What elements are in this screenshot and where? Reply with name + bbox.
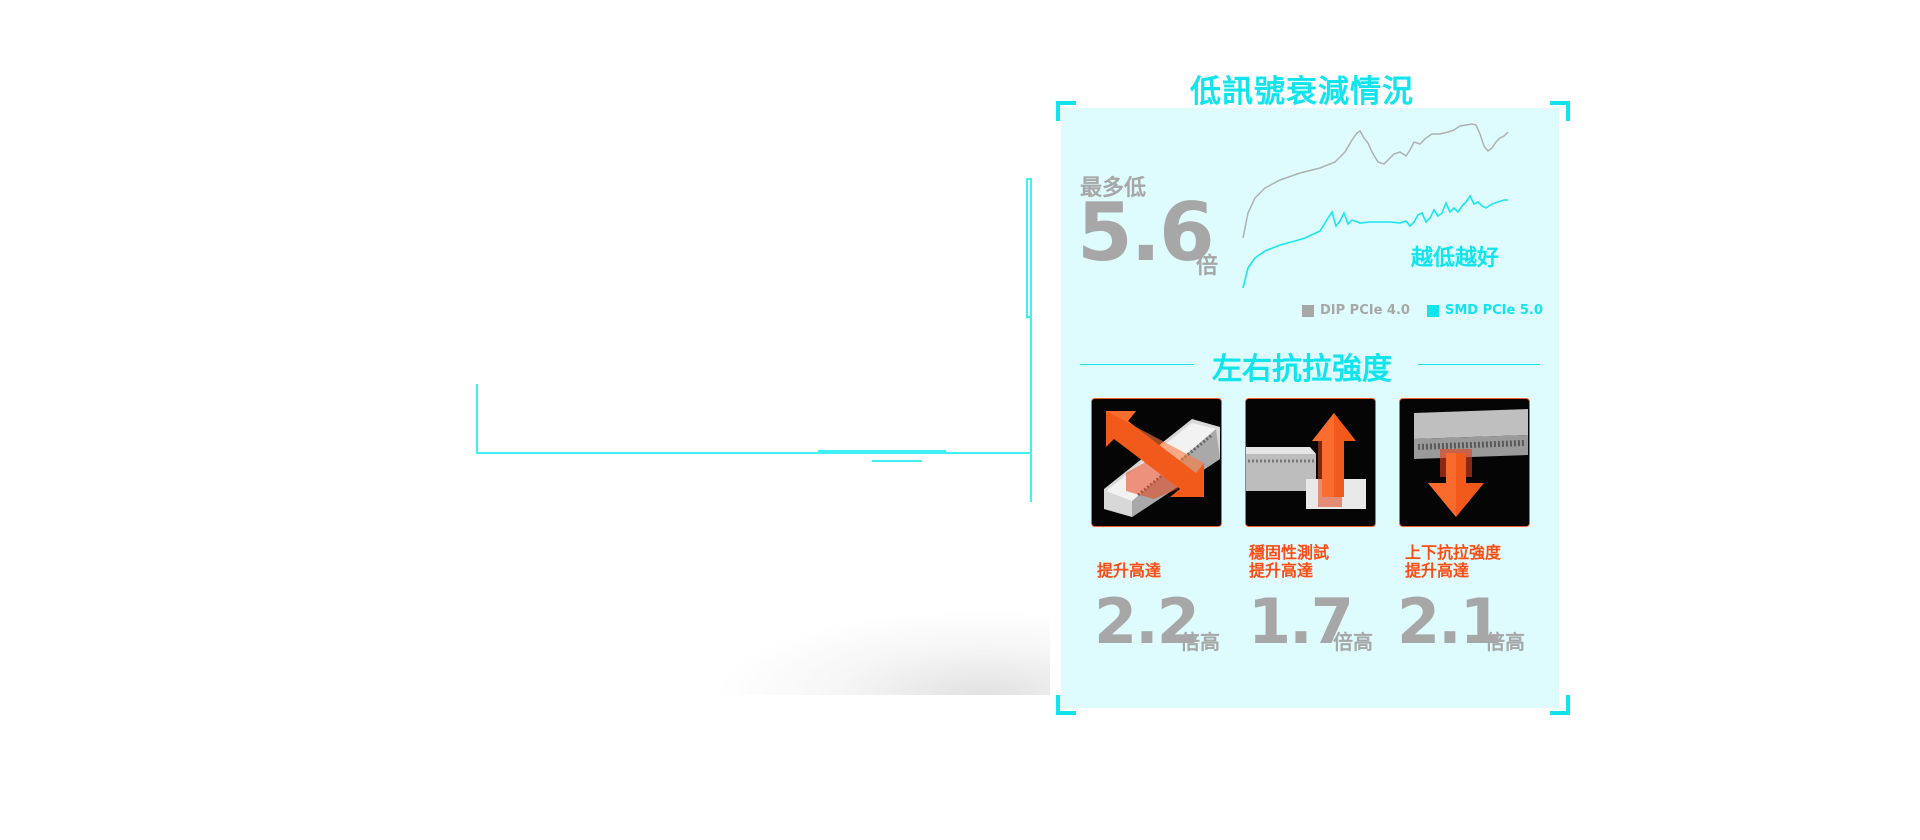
legend-label-dip: DIP PCIe 4.0 (1320, 303, 1410, 318)
smd-pcie5-curve (1242, 194, 1508, 289)
legend-item-dip: DIP PCIe 4.0 (1302, 303, 1410, 318)
decor-bracket (1026, 177, 1032, 319)
strength-label-lateral: 提升高達 (1097, 561, 1162, 580)
decor-shadow (720, 610, 1050, 695)
signal-prefix: 最多低 (1080, 176, 1147, 201)
decor-connector-foot (872, 460, 922, 462)
corner-bracket-top-right (1550, 101, 1570, 121)
strength-value-vertical: 2.1 (1397, 585, 1503, 658)
strength-card-stability (1245, 398, 1376, 527)
decor-line-right-vertical (1030, 178, 1032, 502)
corner-bracket-top-left (1056, 101, 1076, 121)
strength-card-vertical (1399, 398, 1530, 527)
section-divider-right (1418, 364, 1540, 365)
strength-unit-stability: 倍高 (1333, 630, 1373, 654)
signal-note: 越低越好 (1411, 246, 1500, 271)
signal-attenuation-graph (1242, 123, 1509, 289)
decor-line-horizontal (476, 452, 1032, 454)
vertical-pull-illustration (1400, 399, 1529, 526)
strength-title: 左右抗拉強度 (1212, 352, 1392, 387)
legend-label-smd: SMD PCIe 5.0 (1445, 303, 1543, 318)
signal-title: 低訊號衰減情況 (1190, 74, 1414, 110)
strength-label-vertical: 上下抗拉強度 提升高達 (1405, 543, 1502, 580)
legend-item-smd: SMD PCIe 5.0 (1427, 303, 1543, 318)
strength-unit-lateral: 倍高 (1180, 630, 1220, 654)
stability-pull-illustration (1246, 399, 1375, 526)
decor-connector-bar (818, 450, 946, 454)
section-divider-left (1080, 364, 1194, 365)
legend-swatch-cyan (1427, 304, 1439, 317)
dip-pcie4-curve (1242, 123, 1509, 239)
lateral-pull-illustration (1092, 399, 1221, 526)
strength-card-lateral (1091, 398, 1222, 527)
decor-line-left-vertical (476, 384, 478, 454)
strength-value-stability: 1.7 (1248, 585, 1354, 658)
strength-value-lateral: 2.2 (1094, 585, 1200, 658)
signal-unit: 倍 (1196, 254, 1219, 279)
corner-bracket-bottom-left (1056, 695, 1076, 715)
legend-swatch-gray (1302, 304, 1314, 317)
strength-unit-vertical: 倍高 (1485, 630, 1525, 654)
strength-label-stability: 穩固性測試 提升高達 (1249, 543, 1330, 580)
signal-value: 5.6 (1077, 186, 1215, 279)
corner-bracket-bottom-right (1550, 695, 1570, 715)
